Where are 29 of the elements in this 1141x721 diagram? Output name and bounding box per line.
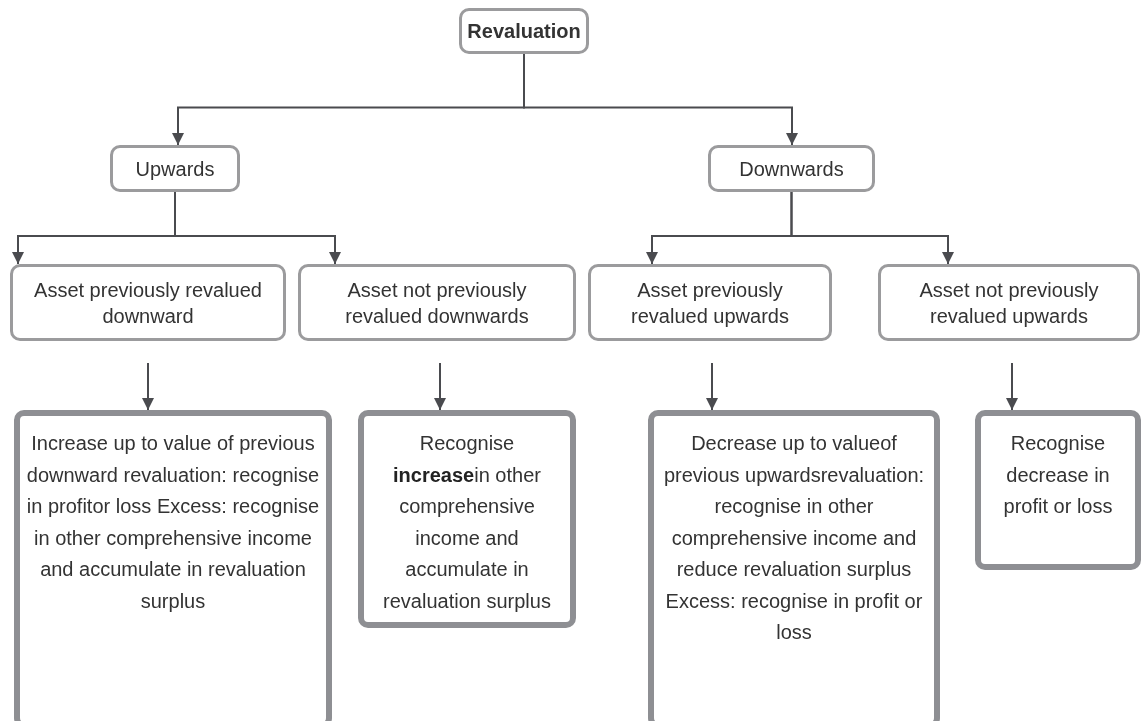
outcome-box [648,410,940,721]
category-box [10,264,286,341]
category-box [298,264,576,341]
category-box [110,145,240,192]
category-box [878,264,1140,341]
outcome-box [975,410,1141,570]
box-text: Asset previously revalued downward [33,277,263,329]
box-text: Downwards [739,156,844,182]
box-text: Decrease up to valueof previous upwardsrevaluation: recognise in other comprehensive income and reduce revaluation surplus Excess: recognise in profit or loss [662,431,926,645]
connector-arrow [523,53,798,146]
connector-arrow [142,362,154,411]
box-text: Asset not previously revalued upwards [918,277,1100,329]
box-text: Revaluation [467,19,581,44]
box-text: Upwards [135,156,215,182]
box-text: Increase up to value of previous downward revaluation: recognise in profitor loss Excess: recognise in other comprehensive income and accumulate in revaluation surplus [26,431,320,614]
category-box [588,264,832,341]
outcome-box [358,410,576,628]
box-text: Asset not previously revalued downwards [344,277,530,329]
box-text: Recognise decrease in profit or loss [1002,431,1114,519]
connector-arrow [174,191,341,265]
outcome-box [14,410,332,721]
connector-arrow [790,191,954,265]
connector-arrow [434,362,446,411]
connector-arrow [706,362,718,411]
category-box [459,8,589,54]
category-box [708,145,875,192]
box-text: Recognise increasein other comprehensive income and accumulate in revaluation surplus [382,431,552,614]
connector-arrow [1006,362,1018,411]
box-text: Asset previously revalued upwards [630,277,790,329]
